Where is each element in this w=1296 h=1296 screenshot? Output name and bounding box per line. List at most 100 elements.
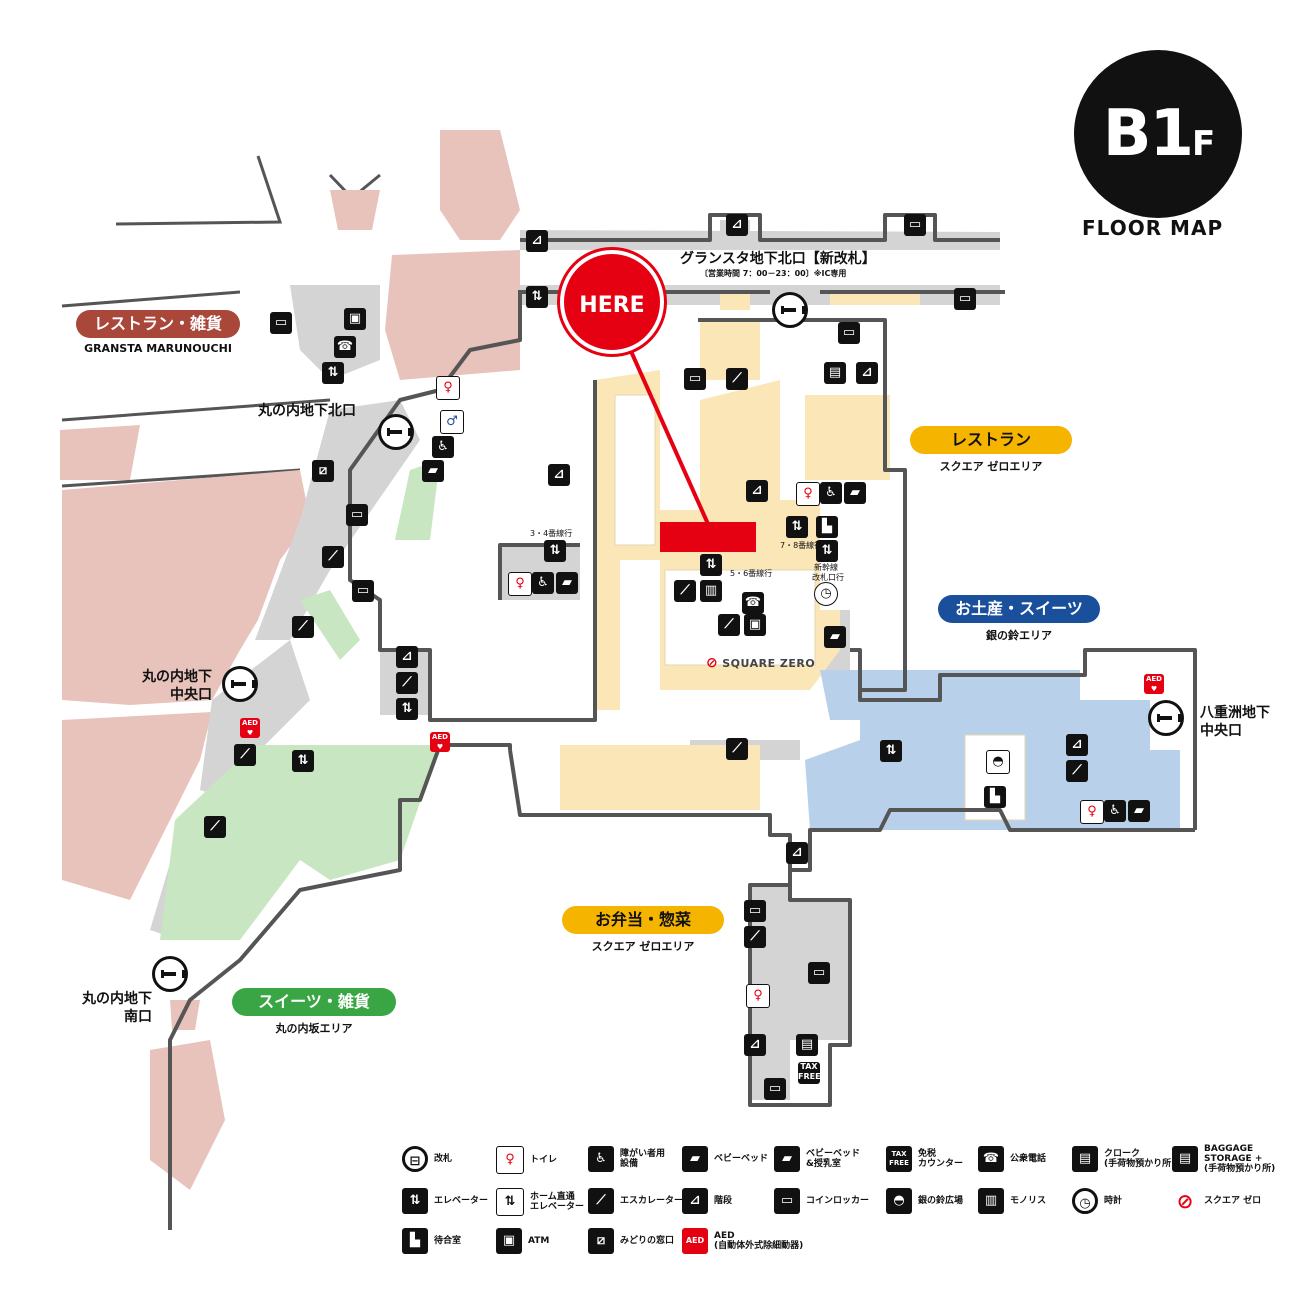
baggage-storage-icon[interactable]: ▤ [824, 362, 846, 384]
toilet-icon[interactable]: ♀ [1080, 800, 1104, 824]
public-phone-icon[interactable]: ☎ [334, 336, 356, 358]
baggage-storage-icon[interactable]: ▤ [796, 1034, 818, 1056]
ticket-gate-icon[interactable] [378, 414, 414, 450]
legend-label: 免税 カウンター [918, 1149, 964, 1169]
toilet-icon[interactable]: ♀ [796, 482, 820, 506]
stairs-icon[interactable]: ⊿ [548, 464, 570, 486]
legend-label: みどりの窓口 [620, 1236, 675, 1246]
elevator-icon[interactable]: ⇅ [322, 362, 344, 384]
coin-locker-icon[interactable]: ▭ [270, 312, 292, 334]
coin-locker-icon[interactable]: ▭ [808, 962, 830, 984]
accessible-toilet-icon[interactable]: ♿ [820, 482, 842, 504]
stairs-icon[interactable]: ⊿ [744, 1034, 766, 1056]
baby-bed-icon[interactable]: ▰ [1128, 800, 1150, 822]
toilet-icon[interactable]: ♀ [508, 572, 532, 596]
midori-window-icon[interactable]: ⧄ [312, 460, 334, 482]
accessible-toilet-icon[interactable]: ♿ [532, 572, 554, 594]
ticket-gate-icon[interactable] [222, 666, 258, 702]
corridors [150, 220, 1000, 1100]
coin-locker-icon[interactable]: ▭ [352, 580, 374, 602]
aed-icon[interactable]: AED♥ [430, 732, 450, 752]
escalator-icon[interactable]: ⟋ [726, 738, 748, 760]
baby-bed-icon[interactable]: ▰ [824, 626, 846, 648]
legend-label: コインロッカー [806, 1196, 870, 1206]
elevator-icon[interactable]: ⇅ [526, 286, 548, 308]
coin-locker-icon[interactable]: ▭ [346, 504, 368, 526]
stairs-icon[interactable]: ⊿ [396, 646, 418, 668]
elevator-icon[interactable]: ⇅ [396, 698, 418, 720]
escalator-icon[interactable]: ⟋ [718, 614, 740, 636]
escalator-icon[interactable]: ⟋ [396, 672, 418, 694]
legend-item: ▤BAGGAGE STORAGE + (手荷物預かり所) [1172, 1144, 1275, 1174]
escalator-icon[interactable]: ⟋ [744, 926, 766, 948]
coin-locker-icon[interactable]: ▭ [684, 368, 706, 390]
gate-label-gransta-north: グランスタ地下北口【新改札】 [680, 251, 876, 267]
clock-icon[interactable]: ◷ [814, 582, 838, 606]
coin-locker-icon: ▭ [774, 1188, 800, 1214]
coin-locker-icon[interactable]: ▭ [904, 214, 926, 236]
midori-window-icon: ⧄ [588, 1228, 614, 1254]
area-sub-sweets-zakka: 丸の内坂エリア [275, 1022, 353, 1035]
waiting-room-icon[interactable]: ▙ [816, 516, 838, 538]
stairs-icon[interactable]: ⊿ [726, 214, 748, 236]
escalator-icon[interactable]: ⟋ [322, 546, 344, 568]
elevator-icon[interactable]: ⇅ [880, 740, 902, 762]
stairs-icon[interactable]: ⊿ [526, 230, 548, 252]
legend-label: スクエア ゼロ [1204, 1196, 1262, 1206]
escalator-icon[interactable]: ⟋ [204, 816, 226, 838]
toilet-icon[interactable]: ♀ [436, 376, 460, 400]
ticket-gate-icon[interactable] [1148, 700, 1184, 736]
coin-locker-icon[interactable]: ▭ [838, 322, 860, 344]
escalator-icon[interactable]: ⟋ [674, 580, 696, 602]
platform-elevator-icon[interactable]: ⇅ [700, 554, 722, 576]
escalator-icon[interactable]: ⟋ [234, 744, 256, 766]
escalator-icon[interactable]: ⟋ [1066, 760, 1088, 782]
platform-label-3-4: 3・4番線行 [530, 529, 573, 538]
area-pill-souvenir: お土産・スイーツ [938, 595, 1100, 623]
aed-text: AED [431, 733, 448, 741]
legend-item: ▤クローク (手荷物預かり所) [1072, 1146, 1175, 1172]
baggage-storage-icon: ▤ [1172, 1146, 1198, 1172]
atm-icon[interactable]: ▣ [744, 614, 766, 636]
elevator-icon[interactable]: ⇅ [292, 750, 314, 772]
coin-locker-icon[interactable]: ▭ [764, 1078, 786, 1100]
baby-bed-nursing-icon: ▰ [774, 1146, 800, 1172]
monolith-icon[interactable]: ▥ [700, 580, 722, 602]
baby-bed-icon[interactable]: ▰ [844, 482, 866, 504]
coin-locker-icon[interactable]: ▭ [954, 288, 976, 310]
ticket-gate-icon[interactable] [772, 292, 808, 328]
platform-elevator-icon[interactable]: ⇅ [786, 516, 808, 538]
platform-label-shinkansen-2: 改札口行 [812, 573, 844, 582]
legend-label: 公衆電話 [1010, 1154, 1047, 1164]
street-lines [61, 155, 381, 488]
stairs-icon[interactable]: ⊿ [786, 842, 808, 864]
stairs-icon[interactable]: ⊿ [1066, 734, 1088, 756]
public-phone-icon[interactable]: ☎ [742, 592, 764, 614]
aed-icon[interactable]: AED♥ [1144, 674, 1164, 694]
atm-icon[interactable]: ▣ [344, 308, 366, 330]
platform-elevator-icon[interactable]: ⇅ [816, 540, 838, 562]
escalator-icon[interactable]: ⟋ [726, 368, 748, 390]
accessible-toilet-icon[interactable]: ♿ [1104, 800, 1126, 822]
legend-label: 障がい者用 設備 [620, 1149, 666, 1169]
baby-bed-icon[interactable]: ▰ [422, 460, 444, 482]
waiting-room-icon[interactable]: ▙ [984, 786, 1006, 808]
gate-label-marunouchi-south-1: 丸の内地下 [82, 991, 152, 1007]
coin-locker-icon[interactable]: ▭ [744, 900, 766, 922]
cloak-icon: ▤ [1072, 1146, 1098, 1172]
toilet-icon[interactable]: ♂ [440, 410, 464, 434]
silver-bell-icon[interactable]: ◓ [986, 750, 1010, 774]
ticket-gate-icon[interactable] [152, 956, 188, 992]
stairs-icon[interactable]: ⊿ [746, 480, 768, 502]
baby-bed-icon[interactable]: ▰ [556, 572, 578, 594]
accessible-toilet-icon: ♿ [588, 1146, 614, 1172]
escalator-icon[interactable]: ⟋ [292, 616, 314, 638]
stairs-icon[interactable]: ⊿ [856, 362, 878, 384]
legend-label: BAGGAGE STORAGE + (手荷物預かり所) [1204, 1144, 1276, 1174]
platform-elevator-icon[interactable]: ⇅ [544, 540, 566, 562]
accessible-toilet-icon[interactable]: ♿ [432, 436, 454, 458]
aed-icon[interactable]: AED♥ [240, 718, 260, 738]
toilet-icon[interactable]: ♀ [746, 984, 770, 1008]
